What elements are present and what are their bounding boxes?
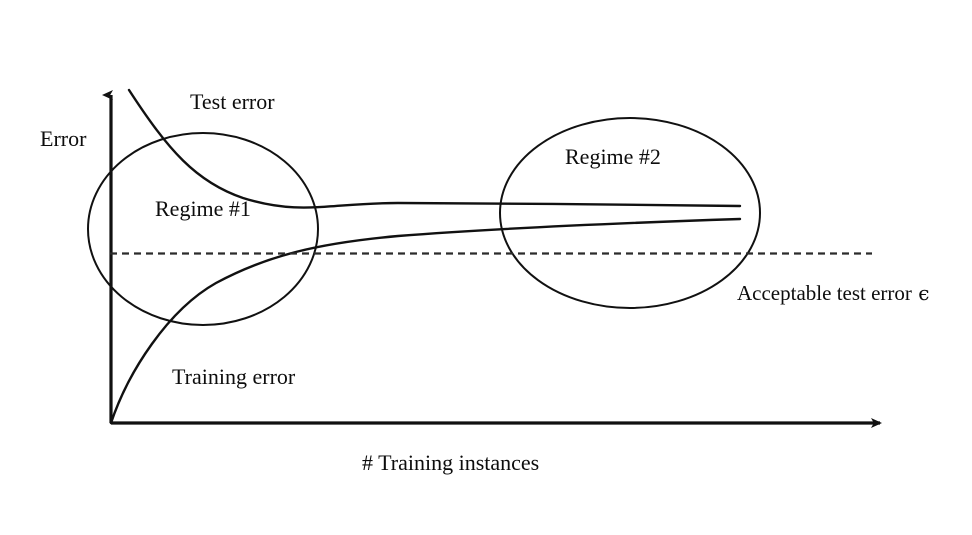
- training-error-label: Training error: [172, 364, 296, 389]
- regime-2-label: Regime #2: [565, 144, 661, 169]
- y-axis-label: Error: [40, 126, 87, 151]
- regime-2-ellipse: [499, 117, 761, 309]
- epsilon-symbol: ϵ: [911, 281, 930, 305]
- regime-1-label: Regime #1: [155, 196, 251, 221]
- x-axis-label: # Training instances: [362, 450, 540, 475]
- test-error-curve: [127, 88, 742, 209]
- acceptable-error-text: Acceptable test error: [737, 281, 912, 305]
- test-error-label: Test error: [190, 89, 275, 114]
- acceptable-error-label: Acceptable test error ϵ: [737, 283, 929, 304]
- training-error-curve: [109, 217, 742, 425]
- regime-1-ellipse: [87, 132, 319, 326]
